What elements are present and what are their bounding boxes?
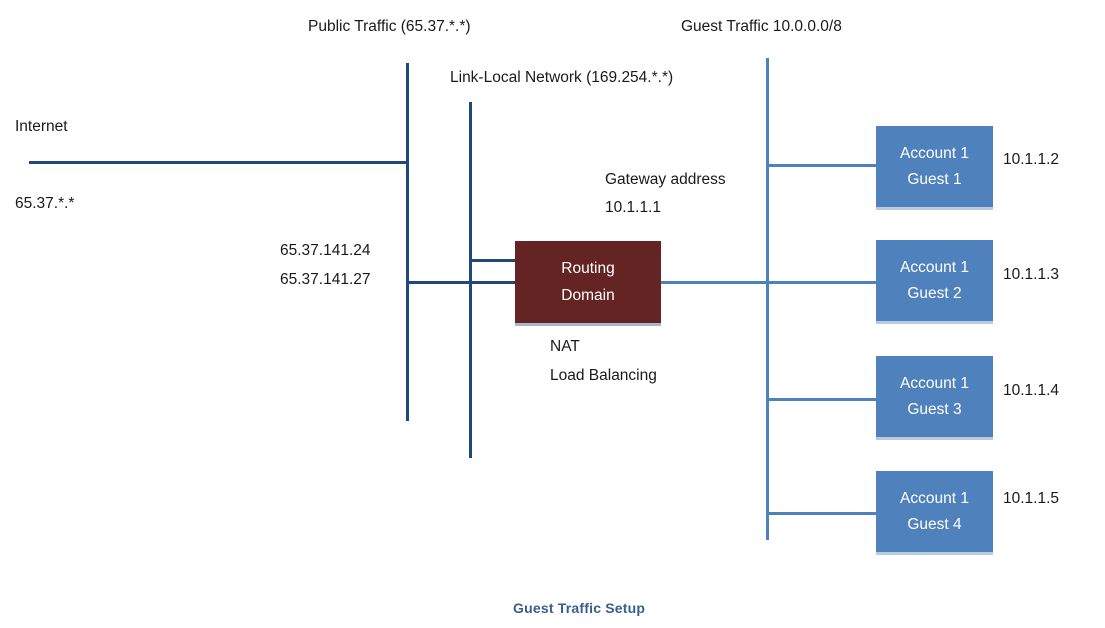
guest-traffic-label: Guest Traffic 10.0.0.0/8 — [681, 18, 842, 35]
nat-ip-2-label: 65.37.141.27 — [280, 271, 371, 288]
guest4-node: Account 1 Guest 4 — [876, 471, 993, 552]
guest1-account-label: Account 1 — [900, 144, 969, 162]
guest2-node: Account 1 Guest 2 — [876, 240, 993, 321]
routing-domain-label-line1: Routing — [561, 260, 615, 277]
guest4-account-label: Account 1 — [900, 489, 969, 507]
nat-label: NAT — [550, 338, 580, 355]
guest-traffic-bus-line — [766, 58, 769, 540]
guest3-ip-label: 10.1.1.4 — [1003, 382, 1060, 399]
nat-ip-1-label: 65.37.141.24 — [280, 242, 371, 259]
guest1-ip-label: 10.1.1.2 — [1003, 151, 1060, 168]
guest3-connector-line — [766, 398, 877, 401]
guest3-account-label: Account 1 — [900, 374, 969, 392]
guest4-ip-label: 10.1.1.5 — [1003, 490, 1060, 507]
guest1-name-label: Guest 1 — [907, 170, 962, 188]
linklocal-to-routing-line — [471, 259, 517, 262]
guest2-name-label: Guest 2 — [907, 284, 962, 302]
guest1-node: Account 1 Guest 1 — [876, 126, 993, 207]
guest1-connector-line — [766, 164, 877, 167]
routing-to-guest2-line — [661, 281, 877, 284]
link-local-bus-line — [469, 102, 472, 458]
gateway-ip-label: 10.1.1.1 — [605, 199, 662, 216]
guest2-ip-label: 10.1.1.3 — [1003, 266, 1060, 283]
public-to-routing-line — [407, 281, 515, 284]
public-traffic-bus-line — [406, 63, 409, 421]
guest4-connector-line — [766, 512, 877, 515]
guest3-name-label: Guest 3 — [907, 400, 962, 418]
load-balancing-label: Load Balancing — [550, 367, 657, 384]
guest3-node: Account 1 Guest 3 — [876, 356, 993, 437]
internet-label: Internet — [15, 118, 68, 135]
guest2-account-label: Account 1 — [900, 258, 969, 276]
routing-domain-node: Routing Domain — [515, 241, 661, 323]
routing-domain-label-line2: Domain — [561, 287, 615, 304]
figure-caption: Guest Traffic Setup — [513, 600, 646, 616]
internet-ip-label: 65.37.*.* — [15, 195, 75, 212]
public-traffic-label: Public Traffic (65.37.*.*) — [308, 18, 471, 35]
guest4-name-label: Guest 4 — [907, 515, 962, 533]
internet-connector-line — [29, 161, 407, 164]
gateway-address-label: Gateway address — [605, 171, 726, 188]
link-local-label: Link-Local Network (169.254.*.*) — [450, 69, 674, 86]
